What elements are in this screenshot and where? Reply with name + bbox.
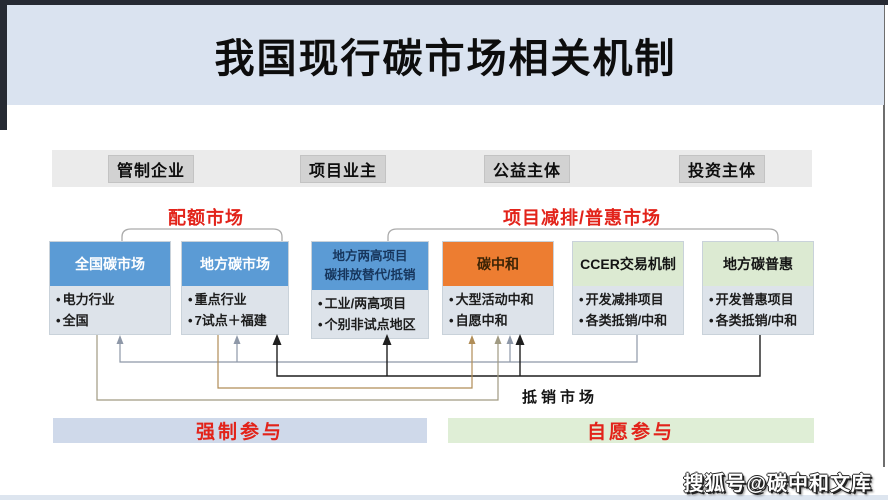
box-item: 大型活动中和 [449,291,547,309]
project-market-label: 项目减排/普惠市场 [502,208,661,228]
offset-market-label: 抵销市场 [522,389,599,406]
box-header: 地方两高项目 碳排放替代/抵销 [312,242,428,290]
actor-label: 管制企业 [116,163,185,180]
actor-regulated-enterprises: 管制企业 [108,155,194,183]
connector-inclusive-to-markets [272,334,761,377]
box-item: 7试点＋福建 [188,312,282,330]
box-header: CCER交易机制 [573,242,683,286]
box-body: 工业/两高项目 个别非试点地区 [312,290,428,338]
actor-project-owners: 项目业主 [300,155,386,183]
box-body: 开发减排项目 各类抵销/中和 [573,286,683,334]
box-item: 各类抵销/中和 [709,312,807,330]
box-ccer-mechanism: CCER交易机制 开发减排项目 各类抵销/中和 [573,242,683,334]
box-header: 地方碳市场 [182,242,288,286]
box-item: 各类抵销/中和 [579,312,677,330]
box-body: 重点行业 7试点＋福建 [182,286,288,334]
box-title: 碳中和 [477,255,519,272]
box-local-replacement-offset: 地方两高项目 碳排放替代/抵销 工业/两高项目 个别非试点地区 [312,242,428,338]
box-item: 工业/两高项目 [318,295,422,313]
voluntary-participation-bar: 自愿参与 [448,418,814,443]
box-title-line2: 碳排放替代/抵销 [324,268,416,282]
box-title: 地方碳市场 [200,255,270,272]
connector-national-to-neutrality [96,335,502,401]
actor-label: 投资主体 [687,163,756,180]
frame-edge-top [0,0,888,5]
box-item: 开发普惠项目 [709,291,807,309]
watermark-text: 搜狐号@碳中和文库 [683,473,872,495]
bracket-project-market [387,228,779,243]
title-bar: 我国现行碳市场相关机制 [7,5,884,105]
mandatory-participation-label: 强制参与 [195,422,284,443]
box-regional-ets: 地方碳市场 重点行业 7试点＋福建 [182,242,288,334]
box-title: CCER交易机制 [580,255,676,272]
box-item: 电力行业 [56,291,164,309]
box-title: 地方碳普惠 [723,255,793,272]
allowance-market-label: 配额市场 [168,208,244,228]
actor-investors: 投资主体 [679,155,765,183]
box-body: 电力行业 全国 [50,286,170,334]
box-body: 开发普惠项目 各类抵销/中和 [703,286,813,334]
connector-regional-to-neutrality [217,335,476,389]
frame-edge-bottom [0,495,888,500]
page-title: 我国现行碳市场相关机制 [214,37,677,81]
box-item: 个别非试点地区 [318,316,422,334]
box-header: 地方碳普惠 [703,242,813,286]
box-header: 全国碳市场 [50,242,170,286]
frame-edge-right [883,5,885,467]
actor-public-welfare: 公益主体 [484,155,570,183]
frame-edge-left [0,0,7,130]
mandatory-participation-bar: 强制参与 [53,418,427,443]
voluntary-participation-label: 自愿参与 [586,422,675,443]
actor-label: 项目业主 [308,163,377,180]
box-title: 全国碳市场 [75,255,145,272]
box-item: 开发减排项目 [579,291,677,309]
box-title: 地方两高项目 [332,249,408,264]
bracket-allowance-market [121,228,283,243]
box-local-inclusive-carbon: 地方碳普惠 开发普惠项目 各类抵销/中和 [703,242,813,334]
box-item: 重点行业 [188,291,282,309]
connector-ccer-to-markets [116,335,638,363]
box-body: 大型活动中和 自愿中和 [443,286,553,334]
actor-label: 公益主体 [492,163,561,180]
box-header: 碳中和 [443,242,553,286]
box-item: 自愿中和 [449,312,547,330]
box-item: 全国 [56,312,164,330]
box-carbon-neutrality: 碳中和 大型活动中和 自愿中和 [443,242,553,334]
box-national-ets: 全国碳市场 电力行业 全国 [50,242,170,334]
